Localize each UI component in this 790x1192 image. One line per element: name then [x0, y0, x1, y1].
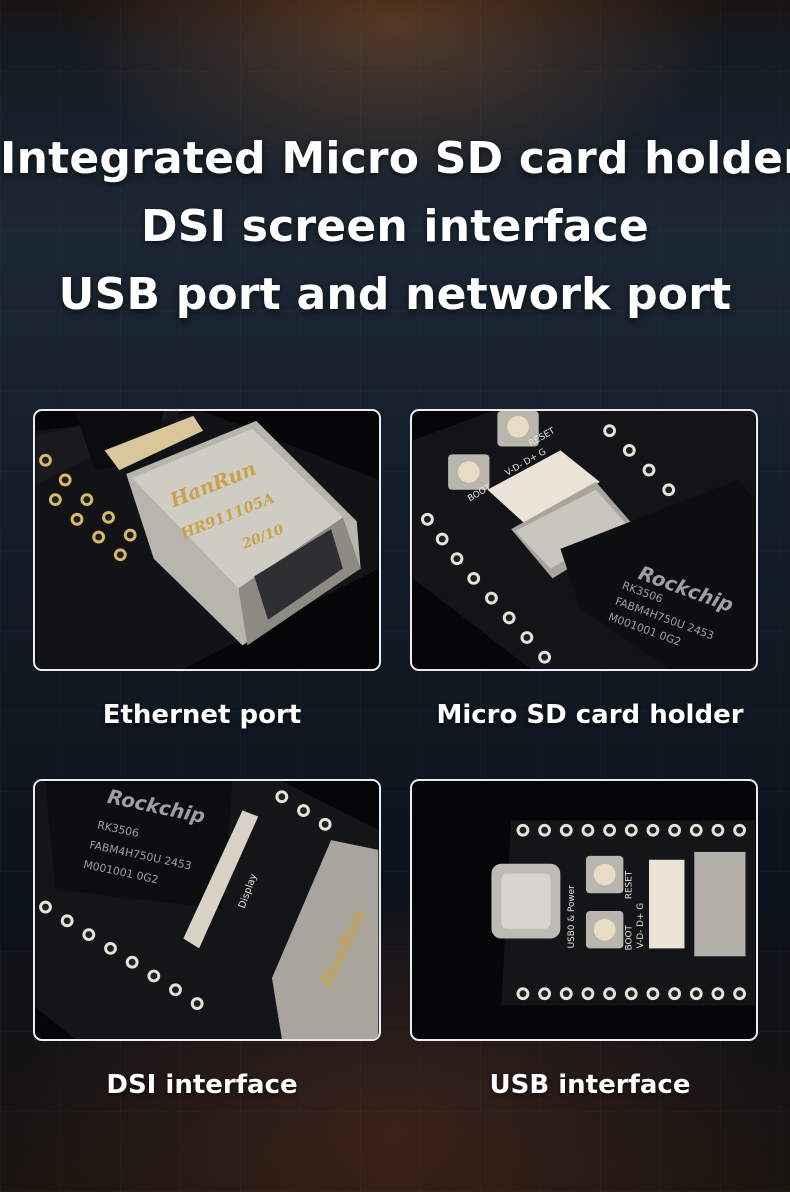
caption-usb: USB interface	[489, 1070, 691, 1100]
ethernet-illustration: HanRun HR911105A 20/10	[35, 411, 379, 669]
usb-silk-power: USB0 & Power	[567, 885, 577, 949]
headline-line-3: USB port and network port	[58, 269, 732, 320]
caption-ethernet: Ethernet port	[102, 700, 302, 730]
dsi-photo: Rockchip RK3506 FABM4H750U 2453 M001001 …	[33, 779, 381, 1041]
sd-card-illustration: Rockchip RK3506 FABM4H750U 2453 M001001 …	[412, 411, 756, 669]
caption-sd-card: Micro SD card holder	[436, 700, 744, 730]
usb-silk-reset: RESET	[624, 870, 634, 899]
headline-line-2: DSI screen interface	[141, 201, 649, 252]
usb-photo: USB0 & Power BOOT RESET V-D- D+ G	[410, 779, 758, 1041]
usb-illustration: USB0 & Power BOOT RESET V-D- D+ G	[491, 820, 756, 1006]
headline: Integrated Micro SD card holder DSI scre…	[0, 125, 790, 329]
usb-silk-pins: V-D- D+ G	[636, 903, 646, 949]
headline-line-1: Integrated Micro SD card holder	[0, 133, 790, 184]
sd-card-photo: Rockchip RK3506 FABM4H750U 2453 M001001 …	[410, 409, 758, 671]
caption-dsi: DSI interface	[106, 1070, 298, 1100]
dsi-illustration: Rockchip RK3506 FABM4H750U 2453 M001001 …	[35, 781, 379, 1039]
ethernet-photo: HanRun HR911105A 20/10	[33, 409, 381, 671]
usb-silk-boot: BOOT	[624, 925, 634, 951]
